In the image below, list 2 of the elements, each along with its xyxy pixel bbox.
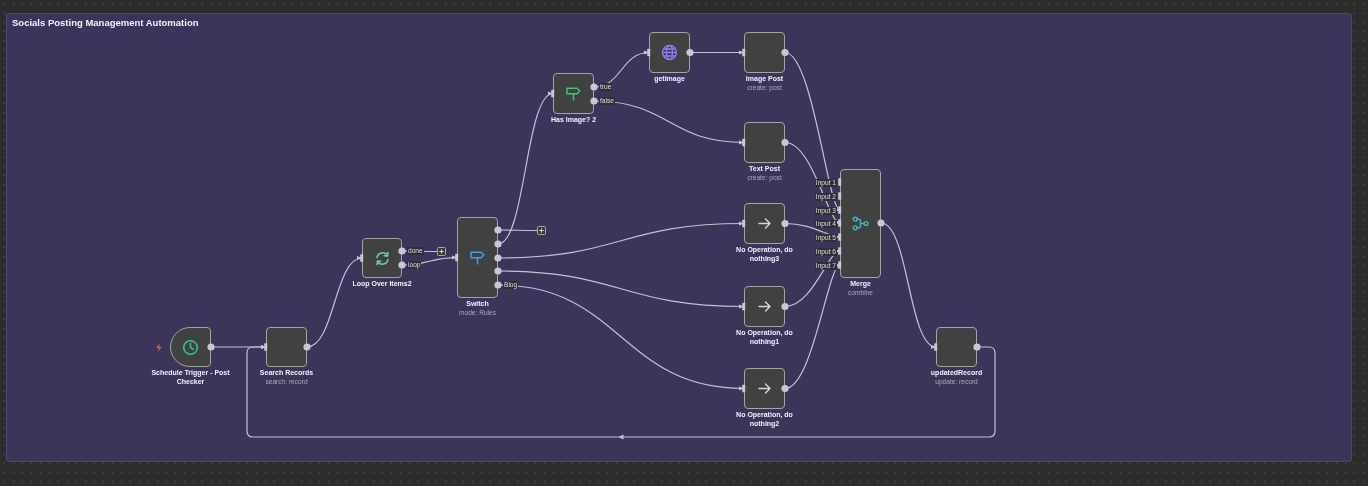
diagram-title: Socials Posting Management Automation xyxy=(12,17,199,28)
connector xyxy=(246,345,996,438)
